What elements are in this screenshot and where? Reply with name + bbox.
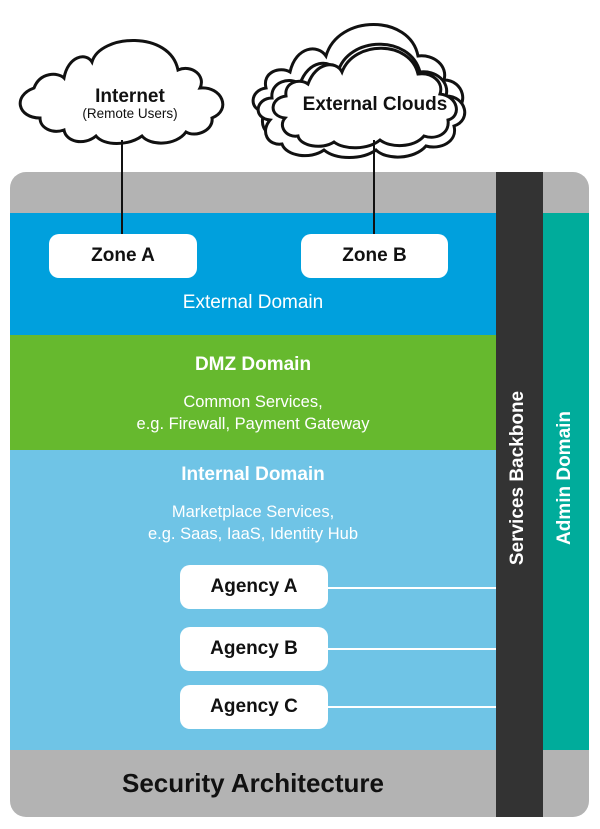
internet-cloud-label: Internet bbox=[95, 86, 165, 107]
dmz-domain-desc-line1: Common Services, bbox=[183, 393, 323, 411]
agency-b-box: Agency B bbox=[180, 627, 328, 671]
internal-domain-desc-line2: e.g. Saas, IaaS, Identity Hub bbox=[147, 525, 359, 543]
services-backbone bbox=[496, 172, 543, 817]
external-clouds-to-zone-b-connector bbox=[373, 140, 375, 234]
external-clouds-icon bbox=[251, 23, 467, 159]
agency-c-box: Agency C bbox=[180, 685, 328, 729]
agency-a-box: Agency A bbox=[180, 565, 328, 609]
dmz-domain-title: DMZ Domain bbox=[194, 354, 312, 375]
services-backbone-label: Services Backbone bbox=[507, 390, 528, 566]
diagram-title: Security Architecture bbox=[121, 768, 385, 798]
internal-domain-title: Internal Domain bbox=[181, 464, 325, 485]
admin-domain-label: Admin Domain bbox=[554, 410, 575, 546]
agency-b-connector bbox=[328, 648, 496, 650]
agency-a-connector bbox=[328, 587, 496, 589]
dmz-domain-desc-line2: e.g. Firewall, Payment Gateway bbox=[136, 415, 370, 433]
external-domain-title: External Domain bbox=[182, 292, 324, 313]
admin-domain bbox=[543, 213, 589, 750]
internal-domain-desc-line1: Marketplace Services, bbox=[171, 503, 335, 521]
internet-cloud-sublabel: (Remote Users) bbox=[82, 106, 178, 121]
agency-c-connector bbox=[328, 706, 496, 708]
external-clouds-label: External Clouds bbox=[302, 94, 448, 115]
zone-b-box: Zone B bbox=[301, 234, 448, 278]
dmz-domain bbox=[10, 335, 496, 450]
internet-cloud-icon bbox=[18, 39, 225, 145]
clouds-drawing bbox=[18, 23, 467, 159]
internet-to-zone-a-connector bbox=[121, 140, 123, 234]
zone-a-box: Zone A bbox=[49, 234, 197, 278]
